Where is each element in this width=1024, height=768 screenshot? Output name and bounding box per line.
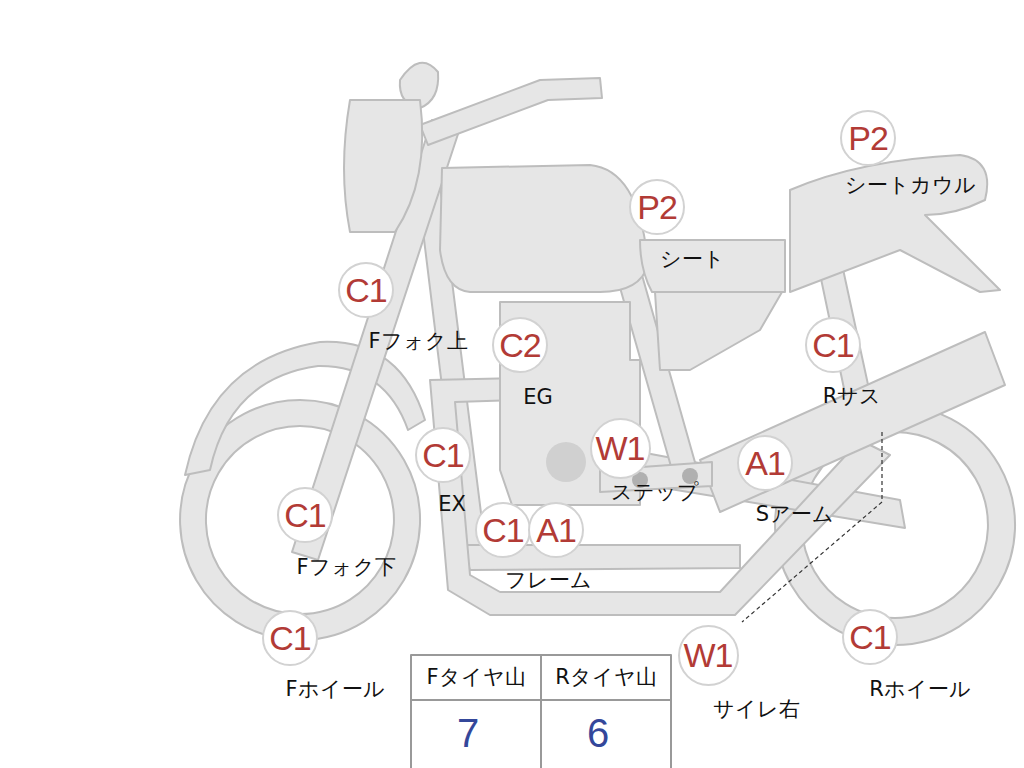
tail-cowl <box>790 155 1000 292</box>
callout-circle: C1 <box>415 427 471 483</box>
part-label: サイレ右 <box>713 698 800 721</box>
part-label: シート <box>660 248 725 271</box>
callout-number: C1 <box>812 328 853 362</box>
part-label: Sアーム <box>756 503 834 526</box>
part-label: フレーム <box>505 569 592 592</box>
table-header: Rタイヤ山 <box>555 666 657 689</box>
callout-circle: P2 <box>840 110 896 166</box>
part-label: Fフォク上 <box>368 330 467 353</box>
leader-line <box>742 432 882 622</box>
part-label: ステップ <box>611 481 699 504</box>
callout-number: W1 <box>684 638 733 672</box>
callout-circle: W1 <box>590 418 651 479</box>
callout-circle: C1 <box>842 609 898 665</box>
handlebar <box>420 78 602 145</box>
table-header: Fタイヤ山 <box>426 666 525 689</box>
front-fender <box>185 342 425 475</box>
callout-circle: C1 <box>475 502 531 558</box>
engine-cover <box>546 442 586 482</box>
callout-number: P2 <box>848 121 888 155</box>
callout-circle: A1 <box>528 502 584 558</box>
table-value: 6 <box>587 711 609 755</box>
part-label: シートカウル <box>845 174 976 197</box>
callout-circle: A1 <box>737 435 793 491</box>
callout-number: C1 <box>482 513 523 547</box>
table-rule <box>540 655 542 768</box>
table-frame <box>411 655 671 768</box>
callout-circle: P2 <box>629 179 685 235</box>
callout-number: W1 <box>596 431 645 465</box>
fuel-tank <box>440 165 648 292</box>
callout-number: A1 <box>536 513 576 547</box>
part-label: Rホイール <box>869 678 971 701</box>
callout-number: A1 <box>745 446 785 480</box>
callout-number: P2 <box>637 190 677 224</box>
part-label: Fホイール <box>285 678 384 701</box>
callout-number: C1 <box>422 438 463 472</box>
callout-circle: C1 <box>805 317 861 373</box>
side-cover <box>655 292 782 370</box>
callout-circle: C1 <box>338 262 394 318</box>
callout-circle: C1 <box>277 487 333 543</box>
callout-number: C1 <box>269 621 310 655</box>
part-label: Fフォク下 <box>296 556 395 579</box>
callout-number: C1 <box>849 620 890 654</box>
part-label: EX <box>438 493 466 516</box>
callout-number: C1 <box>284 498 325 532</box>
headlight <box>344 100 422 232</box>
part-label: Rサス <box>823 385 882 408</box>
table-value: 7 <box>457 711 479 755</box>
callout-circle: C1 <box>262 610 318 666</box>
seat <box>640 240 785 292</box>
callout-circle: W1 <box>678 625 739 686</box>
callout-number: C1 <box>345 273 386 307</box>
part-label: EG <box>523 386 553 409</box>
callout-circle: C2 <box>492 317 548 373</box>
callout-number: C2 <box>499 328 540 362</box>
